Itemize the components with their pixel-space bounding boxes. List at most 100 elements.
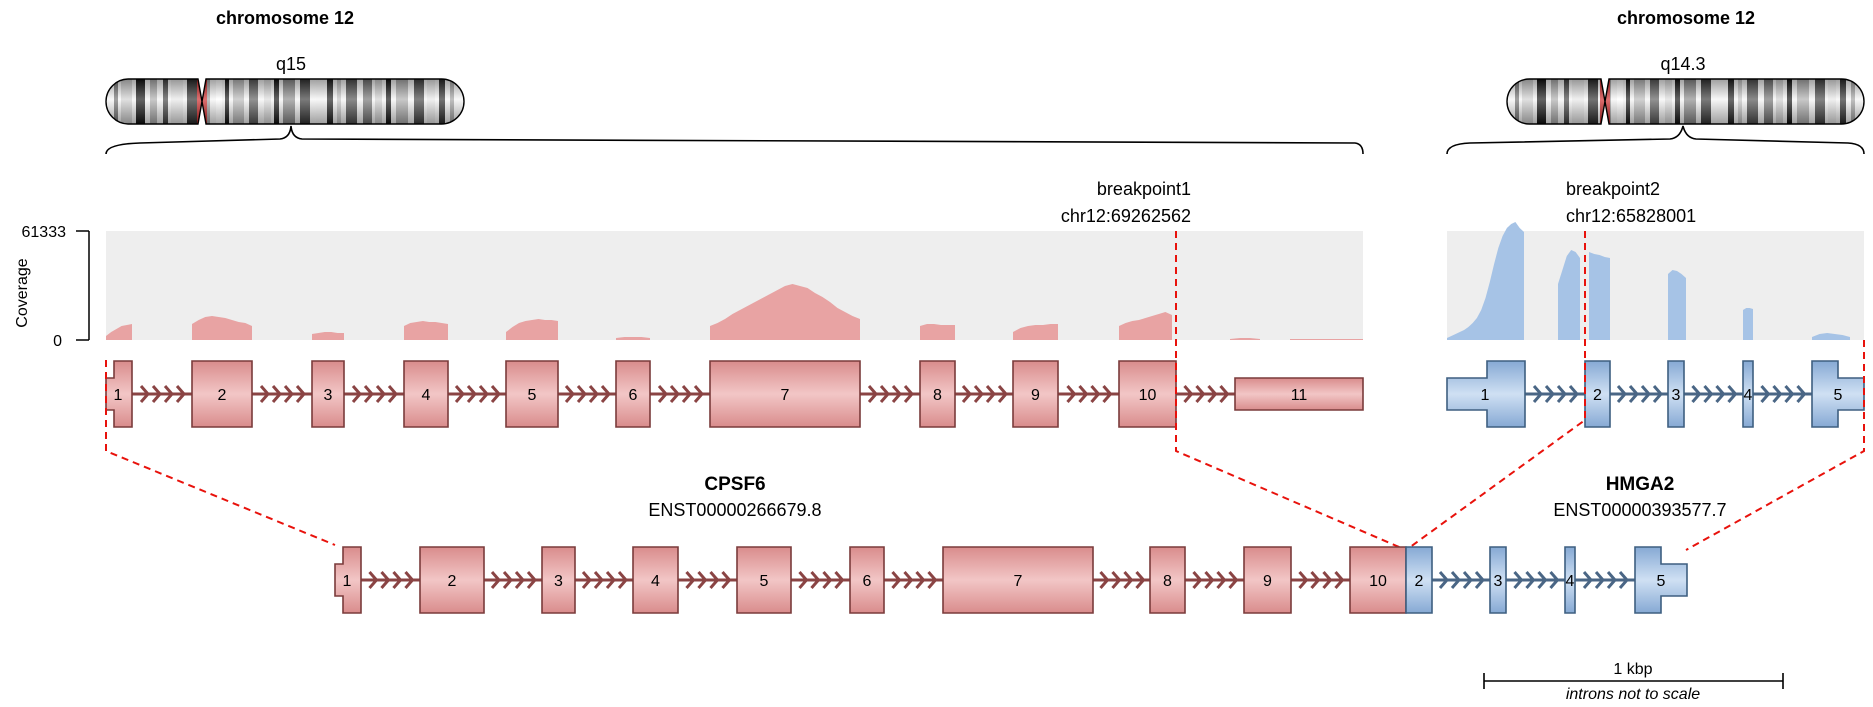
intron-arrow [1334, 571, 1345, 589]
intron-arrow [685, 571, 696, 589]
intron-arrow [1204, 571, 1215, 589]
exon [942, 546, 1094, 614]
exon [541, 546, 576, 614]
coverage-peak [1119, 312, 1172, 340]
exon [105, 360, 133, 428]
exon-number: 5 [528, 387, 537, 404]
intron-arrow [514, 571, 525, 589]
exon [1564, 546, 1576, 614]
exon [419, 546, 485, 614]
coverage-peak [1668, 270, 1686, 340]
intron-arrow [387, 385, 398, 403]
right-coverage-track [1447, 222, 1850, 340]
breakpoint2-label: breakpoint2 [1566, 179, 1660, 199]
intron-arrow [368, 571, 379, 589]
breakpoint1-coordinate: chr12:69262562 [1061, 206, 1191, 226]
right-edge-connector [1685, 340, 1865, 551]
coverage-peak [312, 332, 344, 340]
exon [736, 546, 792, 614]
intron-arrow [151, 385, 162, 403]
intron-arrow [363, 385, 374, 403]
intron-arrow [1556, 385, 1567, 403]
intron-arrow [1066, 385, 1077, 403]
exon-number: 5 [1657, 573, 1666, 590]
coverage-peak [616, 337, 650, 340]
intron-arrow [973, 385, 984, 403]
intron-arrow [1322, 571, 1333, 589]
intron-arrow [1438, 571, 1449, 589]
breakpoint-connectors [105, 231, 1865, 551]
intron-arrow [1691, 385, 1702, 403]
intron-arrow [997, 385, 1008, 403]
intron-arrow [1513, 571, 1524, 589]
intron-arrow [564, 385, 575, 403]
intron-arrow [903, 385, 914, 403]
intron-arrow [891, 571, 902, 589]
intron-arrow [1183, 385, 1194, 403]
coverage-peak [1230, 338, 1260, 340]
intron-arrow [593, 571, 604, 589]
intron-arrow [1228, 571, 1239, 589]
intron-arrow [669, 385, 680, 403]
exon-number: 4 [651, 573, 660, 590]
intron-arrow [1628, 385, 1639, 403]
intron-arrow [600, 385, 611, 403]
intron-arrow [879, 385, 890, 403]
exon-number: 6 [863, 573, 872, 590]
right-chromosome-ideogram [1506, 78, 1865, 125]
intron-arrow [617, 571, 628, 589]
exon-number: 6 [629, 387, 638, 404]
right-transcript-id: ENST00000393577.7 [1553, 500, 1726, 520]
intron-arrow [693, 385, 704, 403]
exon-number: 10 [1139, 387, 1157, 404]
exon [919, 360, 956, 428]
intron-arrow [375, 385, 386, 403]
exon [505, 360, 559, 428]
intron-arrow [1474, 571, 1485, 589]
exon-number: 8 [1163, 573, 1172, 590]
exon-number: 2 [448, 573, 457, 590]
intron-arrow [822, 571, 833, 589]
intron-arrow [259, 385, 270, 403]
coverage-peak [192, 316, 252, 340]
exon [311, 360, 345, 428]
coverage-axis-title: Coverage [14, 258, 31, 327]
coverage-peak [1447, 222, 1524, 340]
exon-number: 1 [343, 573, 352, 590]
intron-arrow [380, 571, 391, 589]
intron-arrow [985, 385, 996, 403]
coverage-peak [404, 321, 448, 340]
coverage-peak [1589, 252, 1610, 340]
intron-arrow [1784, 385, 1795, 403]
intron-arrow [588, 385, 599, 403]
exon-number: 5 [1834, 387, 1843, 404]
exon-number: 10 [1369, 573, 1387, 590]
intron-arrow [721, 571, 732, 589]
exon-number: 2 [218, 387, 227, 404]
intron-arrow [1606, 571, 1617, 589]
exon-number: 8 [933, 387, 942, 404]
intron-arrow [1715, 385, 1726, 403]
exon-number: 3 [554, 573, 563, 590]
scale-bar-label: 1 kbp [1613, 661, 1652, 678]
breakpoint1-label: breakpoint1 [1097, 179, 1191, 199]
exon [1489, 546, 1507, 614]
exon [849, 546, 885, 614]
exon [334, 546, 362, 614]
intron-arrow [1760, 385, 1771, 403]
exon-number: 7 [781, 387, 790, 404]
left-chromosome-label: chromosome 12 [216, 8, 354, 28]
exon-number: 11 [1291, 387, 1308, 404]
exon-number: 2 [1593, 387, 1602, 404]
coverage-min-label: 0 [53, 333, 62, 350]
intron-arrow [139, 385, 150, 403]
coverage-max-label: 61333 [22, 224, 67, 241]
intron-arrow [295, 385, 306, 403]
coverage-peak [920, 324, 955, 340]
intron-arrow [798, 571, 809, 589]
intron-arrow [1195, 385, 1206, 403]
intron-arrow [1207, 385, 1218, 403]
